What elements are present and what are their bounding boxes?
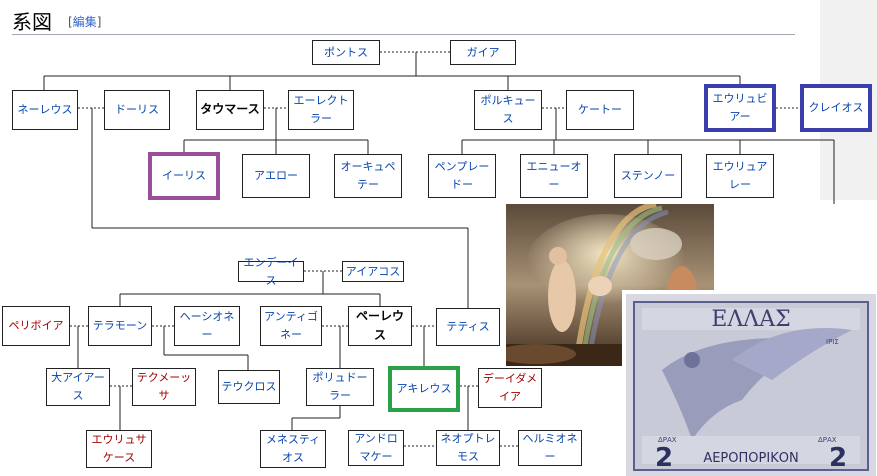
node-pemphredo[interactable]: ペンプレードー (428, 154, 496, 198)
iris-painting[interactable] (506, 204, 714, 366)
node-deidamia[interactable]: デーイダメイア (478, 368, 542, 408)
node-tecmessa[interactable]: テクメーッサ (132, 368, 196, 406)
node-iris[interactable]: イーリス (148, 152, 220, 200)
node-neoptolemus[interactable]: ネオプトレモス (436, 430, 500, 466)
edit-link-label[interactable]: 編集 (72, 15, 97, 29)
stamp-image: ΕΛΛΑΣ ΙΡΙΣ ΔΡΑΧ ΔΡΑΧ 2 2 ΑΕΡΟΠΟΡΙΚΟΝ (622, 290, 877, 476)
node-thetis[interactable]: テティス (436, 308, 500, 346)
node-peleus: ペーレウス (348, 306, 412, 346)
node-euryale[interactable]: エウリュアレー (706, 154, 774, 198)
node-polydora[interactable]: ポリュドーラー (306, 368, 374, 406)
edit-section-link[interactable]: [編集] (68, 15, 102, 29)
stamp-value-left: 2 (655, 443, 673, 473)
node-andromache[interactable]: アンドロマケー (348, 430, 404, 466)
node-gaia[interactable]: ガイア (450, 40, 516, 65)
node-enyo[interactable]: エニューオー (520, 154, 588, 198)
node-ocypete[interactable]: オーキュペテー (334, 154, 402, 198)
node-nereus[interactable]: ネーレウス (12, 90, 78, 130)
stamp-country: ΕΛΛΑΣ (711, 307, 790, 332)
node-crius[interactable]: クレイオス (800, 84, 872, 132)
node-eurybia[interactable]: エウリュビアー (704, 84, 776, 132)
node-telamon[interactable]: テラモーン (88, 306, 152, 346)
node-antigone[interactable]: アンティゴネー (260, 306, 322, 346)
node-phorcys[interactable]: ポルキュース (474, 90, 542, 130)
stamp-value-right: 2 (829, 443, 847, 473)
node-periboea[interactable]: ペリボイア (2, 306, 70, 346)
node-pontos[interactable]: ポントス (312, 40, 380, 65)
node-hermione[interactable]: ヘルミオネー (518, 430, 582, 466)
stamp-unit-right: ΔΡΑΧ (818, 436, 837, 444)
node-sthenno[interactable]: ステンノー (614, 154, 682, 198)
stamp-caption: ΑΕΡΟΠΟΡΙΚΟΝ (703, 451, 798, 466)
heading-rule (12, 34, 795, 35)
node-endeis[interactable]: エンデーイス (238, 256, 304, 287)
node-aeacus[interactable]: アイアコス (342, 261, 404, 282)
stamp-artist: ΙΡΙΣ (826, 338, 839, 346)
node-aello[interactable]: アエロー (242, 154, 310, 198)
section-title: 系図 (12, 10, 52, 34)
iris-painting-image (506, 204, 714, 366)
node-ceto[interactable]: ケートー (566, 90, 634, 130)
greek-airmail-stamp[interactable]: ΕΛΛΑΣ ΙΡΙΣ ΔΡΑΧ ΔΡΑΧ 2 2 ΑΕΡΟΠΟΡΙΚΟΝ (622, 290, 877, 476)
node-ajax[interactable]: 大アイアース (46, 368, 110, 406)
node-hesione[interactable]: ヘーシオネー (174, 306, 240, 346)
node-achilles[interactable]: アキレウス (388, 366, 460, 412)
node-teucer[interactable]: テウクロス (218, 370, 280, 404)
node-menesthius[interactable]: メネスティオス (260, 430, 326, 468)
node-thaumas: タウマース (196, 90, 264, 130)
node-doris[interactable]: ドーリス (104, 90, 170, 130)
stamp-unit-left: ΔΡΑΧ (658, 436, 677, 444)
node-electra[interactable]: エーレクトラー (288, 90, 354, 130)
node-eurysaces[interactable]: エウリュサケース (86, 430, 152, 468)
